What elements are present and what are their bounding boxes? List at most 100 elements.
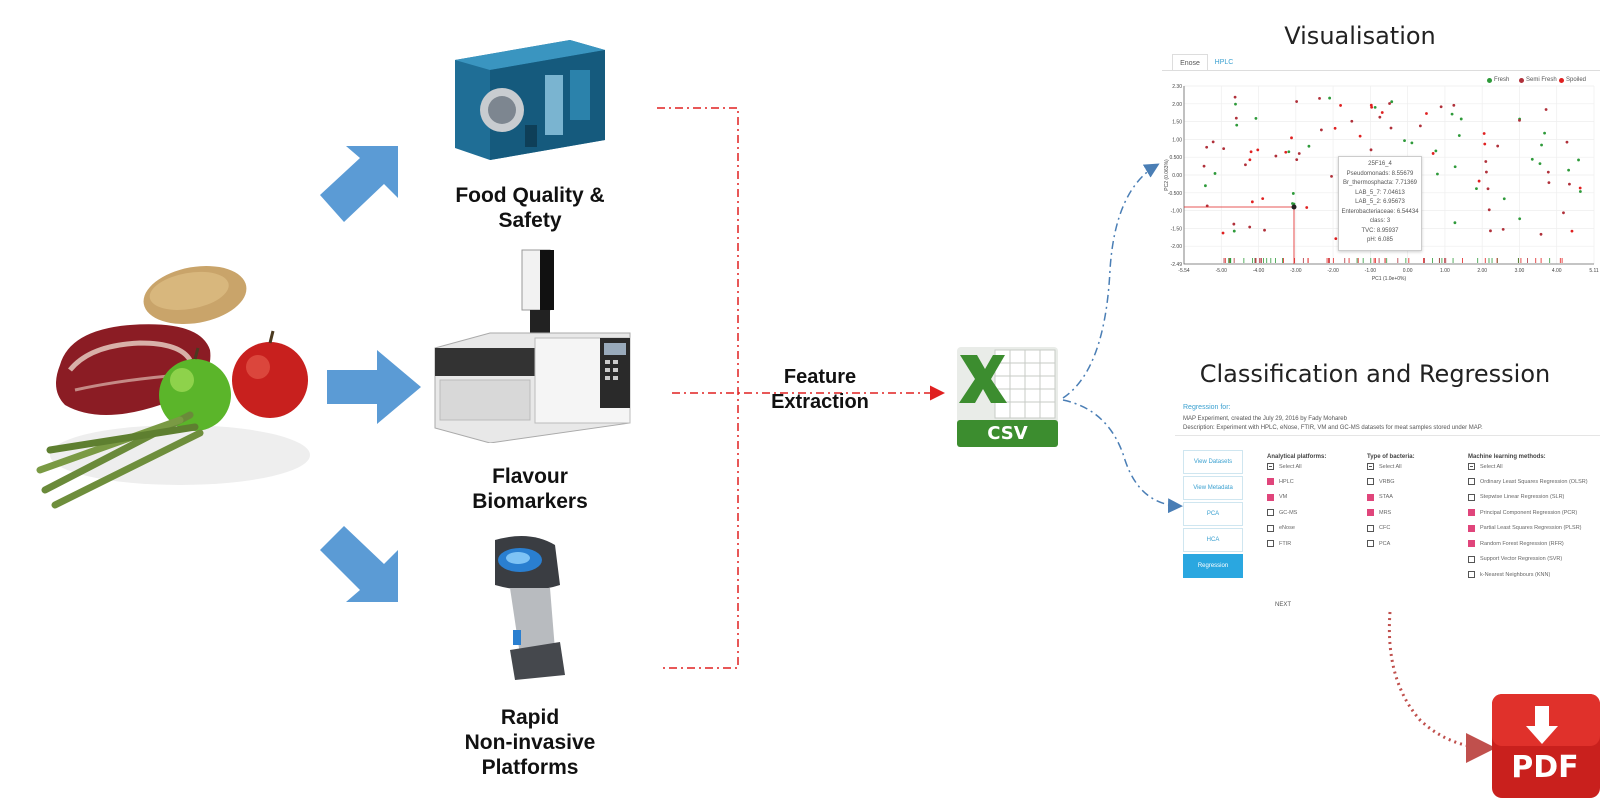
scatter-point[interactable] <box>1459 117 1463 121</box>
scatter-point[interactable] <box>1431 152 1435 155</box>
tab-enose[interactable]: Enose <box>1172 54 1208 71</box>
scatter-point[interactable] <box>1388 102 1391 105</box>
next-button[interactable]: NEXT <box>1275 602 1292 608</box>
scatter-point[interactable] <box>1578 190 1582 193</box>
scatter-point[interactable] <box>1233 95 1237 99</box>
scatter-point[interactable] <box>1213 172 1217 175</box>
scatter-point[interactable] <box>1234 102 1237 106</box>
scatter-point[interactable] <box>1333 126 1337 130</box>
view-metadata-button[interactable]: View Metadata <box>1183 476 1243 500</box>
scatter-point[interactable] <box>1453 165 1457 169</box>
scatter-point[interactable] <box>1518 119 1521 122</box>
scatter-point[interactable] <box>1284 150 1288 154</box>
checkbox-option[interactable]: Ordinary Least Squares Regression (OLSR) <box>1468 478 1588 485</box>
scatter-point[interactable] <box>1369 148 1373 152</box>
scatter-point[interactable] <box>1274 154 1278 158</box>
scatter-point[interactable] <box>1222 147 1226 151</box>
scatter-point[interactable] <box>1562 211 1565 215</box>
scatter-point[interactable] <box>1530 157 1534 161</box>
scatter-point[interactable] <box>1496 144 1500 148</box>
scatter-point[interactable] <box>1434 149 1438 153</box>
scatter-point[interactable] <box>1202 164 1206 168</box>
scatter-point[interactable] <box>1211 140 1215 144</box>
pca-button[interactable]: PCA <box>1183 502 1243 526</box>
scatter-point[interactable] <box>1452 103 1456 107</box>
checkbox-option[interactable]: k-Nearest Neighbours (KNN) <box>1468 571 1550 578</box>
scatter-point[interactable] <box>1232 229 1236 233</box>
scatter-point[interactable] <box>1330 174 1333 178</box>
bacteria-select-all[interactable]: Select All <box>1367 463 1402 470</box>
scatter-point[interactable] <box>1204 184 1207 188</box>
scatter-point[interactable] <box>1319 128 1323 132</box>
scatter-point[interactable] <box>1232 222 1236 226</box>
scatter-point[interactable] <box>1358 134 1362 138</box>
checkbox-option[interactable]: Stepwise Linear Regression (SLR) <box>1468 493 1564 501</box>
regression-button[interactable]: Regression <box>1183 554 1243 578</box>
checkbox-option[interactable]: Support Vector Regression (SVR) <box>1468 555 1562 563</box>
scatter-point[interactable] <box>1539 232 1543 236</box>
scatter-point[interactable] <box>1477 179 1481 183</box>
scatter-point[interactable] <box>1453 221 1457 225</box>
scatter-point[interactable] <box>1518 217 1522 221</box>
scatter-point[interactable] <box>1235 123 1239 127</box>
scatter-point[interactable] <box>1502 197 1506 201</box>
scatter-point[interactable] <box>1205 145 1209 149</box>
scatter-point[interactable] <box>1483 142 1487 146</box>
scatter-point[interactable] <box>1475 187 1478 190</box>
scatter-point[interactable] <box>1567 168 1571 172</box>
scatter-point[interactable] <box>1484 160 1488 163</box>
ml-select-all[interactable]: Select All <box>1468 463 1503 470</box>
scatter-point[interactable] <box>1261 197 1265 201</box>
scatter-point[interactable] <box>1547 181 1551 185</box>
scatter-point[interactable] <box>1370 105 1374 109</box>
scatter-point[interactable] <box>1485 170 1488 174</box>
scatter-point[interactable] <box>1328 96 1332 100</box>
scatter-point[interactable] <box>1256 148 1260 152</box>
scatter-point[interactable] <box>1439 105 1443 109</box>
checkbox-option[interactable]: eNose <box>1267 524 1295 532</box>
scatter-point[interactable] <box>1334 237 1338 241</box>
scatter-point[interactable] <box>1389 126 1393 130</box>
scatter-point[interactable] <box>1373 105 1377 109</box>
scatter-point[interactable] <box>1291 202 1294 205</box>
scatter-point[interactable] <box>1457 134 1461 137</box>
checkbox-option[interactable]: MRS <box>1367 509 1391 516</box>
highlighted-point[interactable] <box>1291 204 1297 210</box>
checkbox-option[interactable]: Random Forest Regression (RFR) <box>1468 540 1564 547</box>
scatter-point[interactable] <box>1291 192 1295 195</box>
scatter-point[interactable] <box>1546 170 1550 174</box>
checkbox-option[interactable]: PCA <box>1367 540 1390 547</box>
scatter-point[interactable] <box>1486 187 1490 191</box>
scatter-point[interactable] <box>1578 186 1582 190</box>
scatter-point[interactable] <box>1295 158 1299 161</box>
checkbox-option[interactable]: GC-MS <box>1267 509 1297 516</box>
scatter-point[interactable] <box>1290 136 1293 140</box>
scatter-point[interactable] <box>1369 103 1373 107</box>
scatter-point[interactable] <box>1263 228 1266 232</box>
scatter-point[interactable] <box>1450 112 1454 116</box>
tab-hplc[interactable]: HPLC <box>1214 58 1234 66</box>
scatter-point[interactable] <box>1254 116 1258 120</box>
scatter-point[interactable] <box>1489 229 1492 233</box>
scatter-point[interactable] <box>1305 206 1309 209</box>
checkbox-option[interactable]: VM <box>1267 493 1287 501</box>
scatter-point[interactable] <box>1221 231 1225 235</box>
scatter-point[interactable] <box>1350 119 1354 123</box>
scatter-point[interactable] <box>1565 140 1569 144</box>
hca-button[interactable]: HCA <box>1183 528 1243 552</box>
scatter-point[interactable] <box>1487 208 1491 212</box>
scatter-point[interactable] <box>1543 131 1546 135</box>
scatter-point[interactable] <box>1568 182 1571 186</box>
scatter-point[interactable] <box>1250 200 1254 204</box>
checkbox-option[interactable]: Principal Component Regression (PCR) <box>1468 509 1577 516</box>
scatter-point[interactable] <box>1544 108 1548 111</box>
scatter-point[interactable] <box>1297 152 1301 155</box>
scatter-point[interactable] <box>1378 115 1382 119</box>
scatter-point[interactable] <box>1418 124 1422 128</box>
scatter-point[interactable] <box>1540 143 1543 147</box>
pdf-file-icon[interactable]: PDF <box>1490 692 1600 802</box>
scatter-point[interactable] <box>1577 158 1580 162</box>
checkbox-option[interactable]: CFC <box>1367 524 1390 532</box>
checkbox-option[interactable]: FTIR <box>1267 540 1291 547</box>
scatter-point[interactable] <box>1318 96 1321 100</box>
